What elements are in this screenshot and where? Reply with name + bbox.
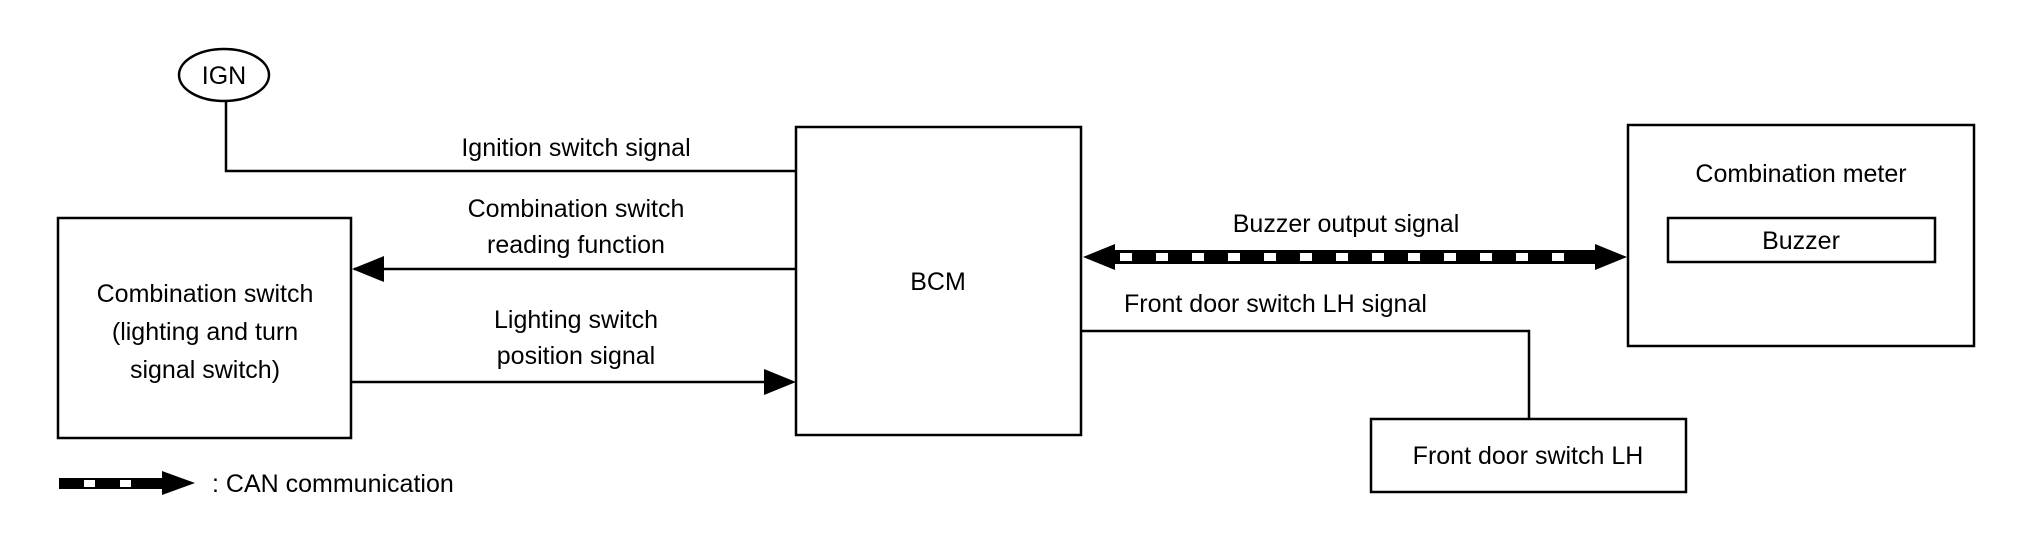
front-door-wire [1081, 329, 1531, 419]
front-door-signal-connection: Front door switch LH signal [1081, 290, 1531, 419]
can-dash [1408, 253, 1420, 261]
arrow-left-icon [1083, 244, 1115, 270]
front-door-switch-label: Front door switch LH [1413, 442, 1644, 470]
front-door-switch-node: Front door switch LH [1369, 417, 1688, 494]
front-door-switch-box [1369, 417, 1688, 494]
legend-can-dashes [84, 480, 131, 487]
can-dash [1372, 253, 1384, 261]
combination-switch-node: Combination switch (lighting and turn si… [56, 216, 353, 440]
ignition-wire [224, 101, 796, 173]
bcm-label: BCM [910, 268, 966, 296]
lighting-switch-label-line2: position signal [497, 342, 655, 370]
combination-switch-box [56, 216, 353, 440]
can-dash [1120, 253, 1132, 261]
buzzer-box [1666, 216, 1937, 264]
bcm-node: BCM [794, 125, 1083, 437]
can-dash [1444, 253, 1456, 261]
reading-function-label-line1: Combination switch [468, 195, 685, 223]
buzzer-output-label: Buzzer output signal [1233, 210, 1460, 238]
can-dash [1156, 253, 1168, 261]
reading-function-connection: Combination switch reading function [352, 195, 796, 282]
can-dash [1552, 253, 1564, 261]
ignition-signal-connection: Ignition switch signal [224, 101, 796, 173]
can-dash [120, 480, 131, 487]
legend: : CAN communication [59, 470, 454, 498]
buzzer-label: Buzzer [1762, 227, 1840, 255]
can-dash [1300, 253, 1312, 261]
arrow-left-icon [352, 256, 384, 282]
can-dash [1228, 253, 1240, 261]
can-bus-dashes [1120, 253, 1564, 261]
lighting-switch-connection: Lighting switch position signal [351, 306, 796, 395]
ign-label: IGN [202, 62, 246, 90]
can-dash [84, 480, 95, 487]
can-dash [1516, 253, 1528, 261]
combination-meter-node: Combination meter Buzzer [1626, 123, 1976, 348]
bcm-box [794, 125, 1083, 437]
reading-function-label-line2: reading function [487, 231, 665, 259]
combination-switch-label-line2: (lighting and turn [112, 318, 298, 346]
can-dash [1192, 253, 1204, 261]
can-dash [1336, 253, 1348, 261]
ign-node: IGN [177, 47, 271, 103]
can-arrow-icon [162, 471, 195, 495]
front-door-signal-label: Front door switch LH signal [1124, 290, 1427, 318]
legend-label: : CAN communication [212, 470, 454, 498]
arrow-right-icon [764, 369, 796, 395]
buzzer-output-connection: Buzzer output signal [1083, 210, 1627, 270]
ignition-signal-label: Ignition switch signal [461, 134, 690, 162]
can-dash [1264, 253, 1276, 261]
arrow-right-icon [1595, 244, 1627, 270]
combination-switch-label-line1: Combination switch [97, 280, 314, 308]
lighting-switch-label-line1: Lighting switch [494, 306, 658, 334]
can-dash [1480, 253, 1492, 261]
legend-can-line [59, 478, 164, 489]
combination-meter-label: Combination meter [1695, 160, 1906, 188]
combination-switch-label-line3: signal switch) [130, 356, 280, 384]
